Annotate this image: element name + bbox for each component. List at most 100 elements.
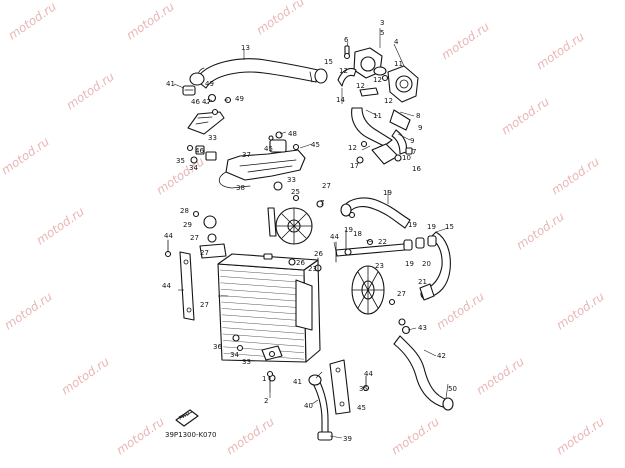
callout-label: 28 <box>180 207 189 215</box>
callout-label: 12 <box>339 67 348 75</box>
callout-label: 12 <box>356 82 365 90</box>
callout-label: 49 <box>235 95 244 103</box>
callout-label: 7 <box>412 148 416 156</box>
callout-label: 20 <box>422 260 431 268</box>
callout-label: 23 <box>308 265 317 273</box>
watermark-text: motod.ru <box>474 354 527 397</box>
callout-label: 40 <box>304 402 313 410</box>
callout-label: 27 <box>200 301 209 309</box>
radiator-fin-line <box>219 269 305 277</box>
watermark-text: motod.ru <box>534 29 587 72</box>
bypass-hose <box>337 67 379 97</box>
callout-label: 12 <box>384 97 393 105</box>
callout-label: 11 <box>373 112 382 120</box>
callout-label: 19 <box>344 226 353 234</box>
callout-label: 17 <box>350 162 359 170</box>
callout-label: 46 <box>191 98 200 106</box>
callout-label: 9 <box>418 124 422 132</box>
radiator-fin-line <box>220 288 305 296</box>
radiator-fin-line <box>221 308 305 315</box>
callout-label: 44 <box>364 370 373 378</box>
callout-label: 27 <box>200 249 209 257</box>
watermark-text: motod.ru <box>124 0 177 42</box>
small-pipe-clamps <box>335 235 437 257</box>
callout-label: 33 <box>287 176 296 184</box>
callout-label: 12 <box>348 144 357 152</box>
callout-label: 15 <box>445 223 454 231</box>
callout-label: 45 <box>357 404 366 412</box>
callout-label: 19 <box>427 223 436 231</box>
callout-label: 22 <box>378 238 387 246</box>
callout-label: 26 <box>296 259 305 267</box>
watermark-text: motod.ru <box>434 289 487 332</box>
lower-mount-hardware <box>232 334 283 382</box>
callout-label: 11 <box>394 60 403 68</box>
radiator-fin-line <box>222 320 305 328</box>
small-hose-22 <box>419 283 435 301</box>
diagram-code: 39P1300-K070 <box>165 431 216 439</box>
watermark-text: motod.ru <box>389 414 442 457</box>
front-arrow-label: FWD <box>178 411 191 422</box>
callout-label: 39 <box>343 435 352 443</box>
callout-label: 6 <box>344 36 349 44</box>
callout-labels: 3 5 4 6 13 41 49 15 14 12 12 12 11 12 11… <box>162 19 457 443</box>
callout-label: 4 <box>394 38 399 46</box>
callout-label: 7 <box>320 199 324 207</box>
upper-radiator-hose <box>189 58 328 89</box>
water-pipe <box>351 107 413 165</box>
watermark-text: motod.ru <box>34 204 87 247</box>
watermark-text: motod.ru <box>549 154 602 197</box>
callout-label: 3 <box>380 19 384 27</box>
callout-label: 21 <box>418 278 427 286</box>
watermark-text: motod.ru <box>514 209 567 252</box>
watermark-text: motod.ru <box>114 414 167 457</box>
front-direction-arrow <box>175 409 199 427</box>
watermark-text: motod.ru <box>0 134 52 177</box>
watermark-text: motod.ru <box>224 414 277 457</box>
bolts-45 <box>164 239 370 392</box>
cooling-fan-lower <box>351 265 406 326</box>
watermark-text: motod.ru <box>254 0 307 37</box>
callout-label: 19 <box>405 260 414 268</box>
callout-label: 27 <box>322 182 331 190</box>
radiator-fin-line <box>221 301 305 309</box>
radiator-hose-right <box>340 197 411 229</box>
callout-label: 9 <box>410 137 414 145</box>
callout-label: 37 <box>242 151 251 159</box>
callout-label: 19 <box>383 189 392 197</box>
callout-label: 5 <box>380 29 384 37</box>
callout-label: 46 <box>195 147 204 155</box>
callout-label: 48 <box>288 130 297 138</box>
callout-label: 27 <box>190 234 199 242</box>
radiator-core <box>217 253 321 363</box>
callout-label: 44 <box>164 232 173 240</box>
bottom-bolts <box>266 350 276 393</box>
radiator-fin-line <box>220 282 305 290</box>
callout-label: 45 <box>311 141 320 149</box>
callout-label: 16 <box>412 165 421 173</box>
callout-label: 8 <box>416 112 420 120</box>
hose-elbow <box>401 325 411 335</box>
watermark-text: motod.ru <box>439 19 492 62</box>
callout-label: 34 <box>230 351 239 359</box>
radiator-fin-line <box>221 314 305 322</box>
callout-label: 19 <box>408 221 417 229</box>
watermark-text: motod.ru <box>6 0 59 42</box>
callout-label: 50 <box>448 385 457 393</box>
watermark-text: motod.ru <box>554 289 607 332</box>
thermostat-housing <box>343 45 419 103</box>
callout-label: 45 <box>264 145 273 153</box>
callout-label: 25 <box>291 188 300 196</box>
watermark-text: motod.ru <box>499 94 552 137</box>
watermark-text: motod.ru <box>2 289 55 332</box>
callout-label: 29 <box>183 221 192 229</box>
callout-label: 27 <box>397 290 406 298</box>
callout-label: 35 <box>359 385 368 393</box>
callout-label: 49 <box>205 80 214 88</box>
radiator-fin-line <box>223 352 305 360</box>
callout-label: 14 <box>336 96 345 104</box>
callout-label: 44 <box>330 233 339 241</box>
radiator-side-bracket <box>179 251 351 415</box>
coolant-reservoir <box>218 139 306 191</box>
